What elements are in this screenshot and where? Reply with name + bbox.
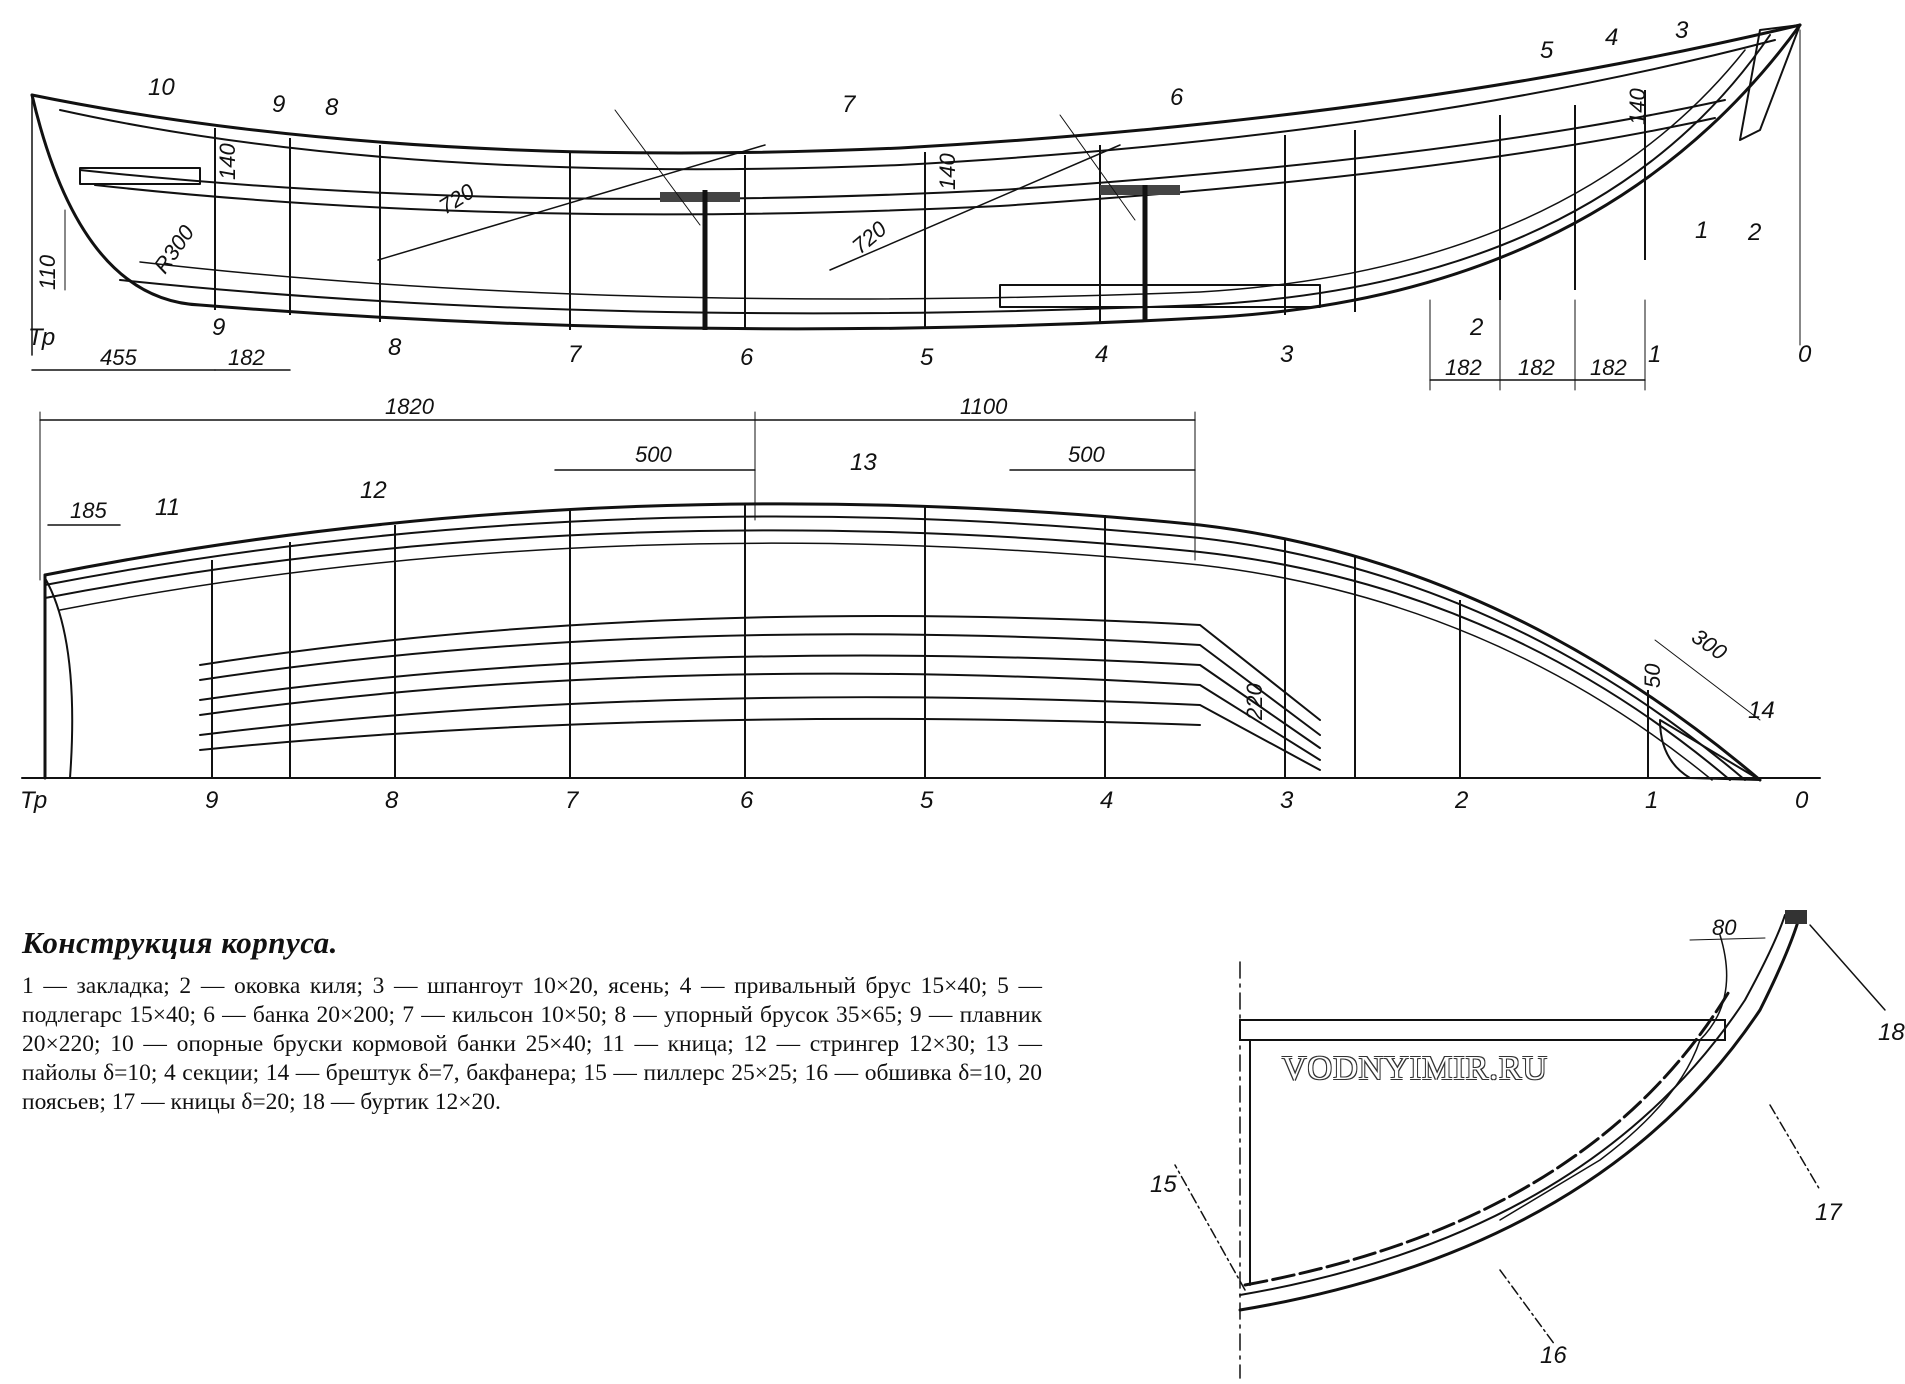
part-label-18: 18 [1878, 1019, 1905, 1046]
profile-frame-1: 1 [1645, 787, 1658, 814]
frame-label-1: 1 [1648, 341, 1661, 368]
dim-80: 80 [1712, 915, 1737, 940]
caption-title: Конструкция корпуса. [22, 925, 338, 960]
frame-label-9: 9 [212, 314, 225, 341]
dim-182-stern: 182 [228, 345, 265, 370]
frame-label-5: 5 [920, 344, 934, 371]
part-label-11: 11 [155, 494, 180, 521]
hull-plating [1238, 913, 1802, 1312]
dim-720-b: 720 [847, 216, 892, 259]
gunwale-line [30, 23, 1802, 155]
hull-bottom-line [30, 23, 1802, 331]
dim-455: 455 [100, 345, 137, 370]
frame-label-2: 2 [1469, 314, 1483, 341]
dim-182-b: 182 [1518, 355, 1555, 380]
profile-frames [211, 505, 1649, 778]
part-label-13: 13 [850, 449, 877, 476]
frame-label-8: 8 [388, 334, 402, 361]
part-label-5: 5 [1540, 37, 1554, 64]
dim-720-a: 720 [434, 178, 479, 219]
profile-frame-7: 7 [565, 787, 580, 814]
clamp-line [79, 99, 1726, 200]
thwart-section [1239, 1019, 1726, 1041]
dim-500-a: 500 [635, 442, 672, 467]
frame-label-3: 3 [1280, 341, 1294, 368]
profile-frame-2: 2 [1454, 787, 1468, 814]
watermark: VODNYIMIR.RU [1282, 1050, 1549, 1087]
part-label-16: 16 [1540, 1342, 1567, 1369]
part-label-1: 1 [1695, 217, 1708, 244]
part-label-12: 12 [360, 477, 387, 504]
profile-frame-8: 8 [385, 787, 399, 814]
part-label-9: 9 [272, 91, 285, 118]
profile-view: Тр 9 8 7 6 5 4 3 2 1 0 11 12 13 14 1820 … [20, 394, 1821, 814]
dim-500-b: 500 [1068, 442, 1105, 467]
dim-182-a: 182 [1445, 355, 1482, 380]
frames [214, 90, 1646, 330]
part-label-8: 8 [325, 94, 339, 121]
part-label-14: 14 [1748, 697, 1775, 724]
frame-label-0: 0 [1798, 341, 1812, 368]
part-label-3: 3 [1675, 17, 1689, 44]
dim-140-stern: 140 [215, 143, 240, 180]
dim-220: 220 [1242, 683, 1267, 721]
breasthook [1659, 719, 1761, 781]
frame-label-7: 7 [568, 341, 583, 368]
dim-140-bow: 140 [1625, 88, 1650, 125]
dim-182-c: 182 [1590, 355, 1627, 380]
dim-50: 50 [1640, 663, 1665, 688]
dim-185: 185 [70, 498, 107, 523]
dim-140-mid: 140 [935, 153, 960, 190]
dim-r300: R300 [149, 220, 200, 278]
part-label-7: 7 [842, 91, 857, 118]
part-label-15: 15 [1150, 1171, 1177, 1198]
section-view: 15 16 17 18 80 [1150, 910, 1905, 1379]
frame-label-4: 4 [1095, 341, 1108, 368]
profile-frame-tr: Тр [20, 787, 47, 814]
part-label-6: 6 [1170, 84, 1184, 111]
profile-frame-4: 4 [1100, 787, 1113, 814]
dim-1100: 1100 [960, 394, 1008, 419]
profile-frame-0: 0 [1795, 787, 1809, 814]
dim-300: 300 [1687, 624, 1732, 666]
thwart-mark [660, 192, 740, 202]
profile-frame-3: 3 [1280, 787, 1294, 814]
frame-label-6: 6 [740, 344, 754, 371]
part-label-4: 4 [1605, 24, 1618, 51]
dim-110: 110 [35, 254, 60, 290]
part-label-10: 10 [148, 74, 175, 101]
part-label-2: 2 [1747, 219, 1761, 246]
profile-frame-5: 5 [920, 787, 934, 814]
part-label-17: 17 [1815, 1199, 1843, 1226]
plan-view: Тр 9 8 7 6 5 4 3 2 1 0 10 9 8 7 6 5 4 3 … [28, 17, 1812, 391]
caption-body: 1 — закладка; 2 — оковка киля; 3 — шпанг… [22, 973, 1042, 1115]
profile-frame-9: 9 [205, 787, 218, 814]
frame-label-tr: Тр [28, 324, 55, 351]
dim-1820: 1820 [385, 394, 435, 419]
sheer-line [43, 502, 1762, 782]
profile-frame-6: 6 [740, 787, 754, 814]
stringer-12 [199, 615, 1321, 721]
